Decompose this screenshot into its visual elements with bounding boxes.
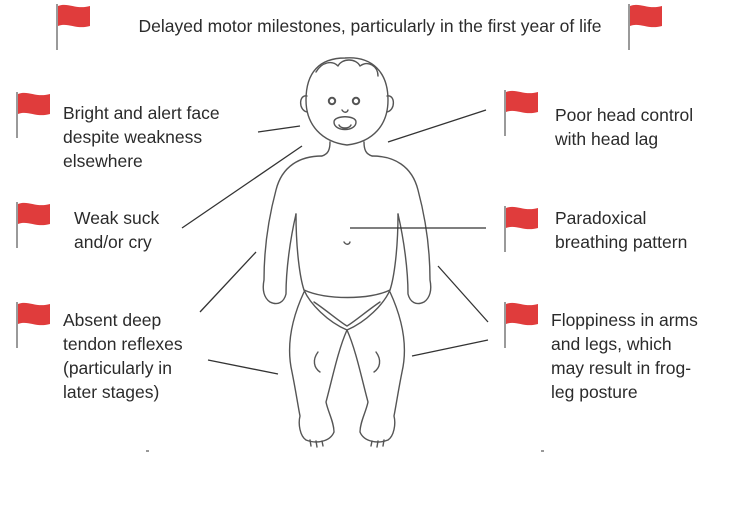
flags [16,4,662,348]
infant-leg-right [346,291,406,443]
infant-hair [315,59,379,77]
footer-marks [146,450,544,452]
leader-line-reflexes-arm [199,251,257,313]
leader-line-suck [181,145,303,229]
label-weak-suck: Weak suck and/or cry [74,208,160,252]
diagram-title: Delayed motor milestones, particularly i… [138,16,602,36]
infant-toes-right [370,439,385,448]
label-floppiness: Floppiness in arms and legs, which may r… [551,310,698,402]
infant-belly [295,213,399,299]
infant-eye-left [327,96,337,106]
infant-toes-left [309,439,324,448]
leader-line-floppy-arm [437,265,489,323]
leader-lines [181,109,489,375]
red-flag-icon [16,92,50,138]
infant-ear-left [299,95,308,113]
infant-torso-right [371,155,432,305]
red-flag-icon [56,4,90,50]
infant-navel [343,241,351,245]
leader-line-floppy-leg [411,339,489,357]
infant-diaper [303,289,391,331]
red-flag-icon [504,206,538,252]
label-poor-head-control: Poor head control with head lag [555,105,694,149]
infant-neck [321,141,373,157]
red-flag-icon [504,302,538,348]
infant-nose [341,109,349,113]
infant-head [305,57,389,146]
leader-line-head [387,109,487,143]
label-paradoxical-breathing: Paradoxical breathing pattern [555,208,688,252]
infant-pacifier [333,116,357,131]
red-flag-icon [16,202,50,248]
label-absent-reflexes: Absent deep tendon reflexes (particularl… [63,310,183,402]
infant-knee-right [373,351,381,373]
infant-eye-right [351,96,361,106]
infant-torso-left [262,155,323,305]
infant-diaper-edge [313,301,381,327]
infant-knee-left [313,351,321,373]
red-flag-icon [16,302,50,348]
red-flag-icon [628,4,662,50]
infant-figure [262,57,432,448]
label-bright-alert-face: Bright and alert face despite weakness e… [63,103,220,171]
red-flag-icon [504,90,538,136]
infant-ear-right [386,95,395,113]
leader-line-reflexes-leg [207,359,279,375]
leader-line-face [257,125,301,133]
infant-leg-left [288,291,348,443]
